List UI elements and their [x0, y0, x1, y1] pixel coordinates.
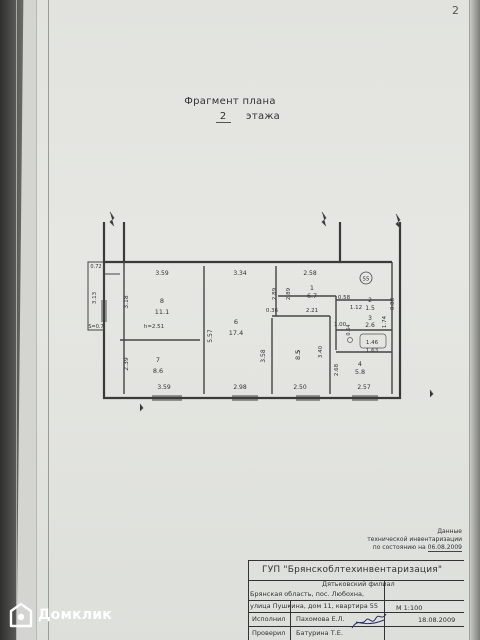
room-5-dim-top: 2.21 [306, 308, 318, 314]
room-5-id: 5 [294, 350, 302, 354]
room-7-id: 7 [156, 356, 160, 364]
room-5-dim-right: 3.40 [318, 345, 324, 358]
floor-number: 2 [215, 111, 231, 123]
room-8-id: 8 [160, 297, 164, 305]
windows [101, 300, 378, 401]
room-1-area: 6.7 [307, 292, 317, 300]
tb-line-2 [248, 580, 464, 581]
room-6-area: 17.4 [229, 329, 243, 337]
room-2-id: 2 [368, 297, 372, 304]
room-6-dim-bottom: 2.98 [233, 384, 247, 391]
inner-walls [120, 262, 393, 394]
room-1-dim-inner: 2.89 [286, 287, 292, 300]
tb-branch: Дятьковский филиал [322, 580, 395, 588]
balcony-area: S=0.7 [88, 324, 103, 330]
room-6-dim-left: 5.57 [207, 329, 214, 343]
room-1-dim-top: 2.58 [303, 270, 317, 277]
domclick-logo-icon [9, 602, 33, 628]
room-1-dim-small: 0.36 [266, 308, 279, 314]
room-6-dim-right: 3.58 [260, 349, 267, 363]
room-1-id: 1 [310, 284, 314, 292]
tb-line-3 [248, 600, 464, 601]
sheet-right-edge [470, 0, 480, 640]
room-6-id: 6 [234, 318, 238, 326]
room-7-dim-bottom: 3.59 [157, 384, 171, 391]
tb-organization: ГУП "Брянскоблтехинвентаризация" [262, 565, 443, 575]
plan-floor: 2 этажа [8, 111, 480, 123]
room-2-dim-top: 1.12 [350, 305, 362, 311]
balcony [87, 261, 120, 331]
tb-col-line-2 [290, 600, 291, 640]
room-8-height: h=2.51 [144, 324, 164, 330]
tb-address-2: улица Пушкина, дом 11, квартира 55 [250, 602, 379, 610]
domclick-watermark: Домклик [8, 600, 112, 630]
domclick-brand: Домклик [38, 607, 112, 623]
tb-executor-label: Исполнил [252, 615, 286, 623]
room-3-dim-bath: 1.46 [366, 340, 379, 346]
tb-scale: М 1:100 [396, 604, 423, 612]
room-3-area: 2.6 [365, 322, 375, 329]
inventory-note-line2: технической инвентаризации [367, 536, 462, 543]
room-4-dim-small: 0.64 [346, 324, 352, 335]
room-4-area: 5.8 [355, 368, 365, 376]
corner-marker-label: 55 [363, 277, 370, 283]
inventory-note: Данные технической инвентаризации по сос… [250, 528, 462, 552]
room-6-dim-top: 3.34 [233, 270, 247, 277]
tb-address-1: Брянская область, пос. Любохна, [250, 590, 365, 598]
room-2-dim-right: 0.88 [390, 297, 396, 310]
room-2-area: 1.5 [365, 305, 375, 312]
signature-mark [351, 613, 387, 629]
room-8-dim-top: 3.59 [155, 270, 169, 277]
wall-break-marks [109, 211, 434, 412]
room-3-dim-right: 1.74 [382, 315, 388, 328]
bath-fixture [347, 333, 387, 349]
room-3-dim-left: 1.00 [334, 322, 347, 328]
floor-word: этажа [246, 111, 281, 122]
tb-col-line [384, 580, 385, 640]
room-3-id: 3 [368, 315, 372, 322]
inventory-date: 06.08.2009 [427, 544, 462, 552]
room-7-dim-side: 2.39 [123, 357, 130, 371]
room-8-dim-side: 3.18 [123, 295, 130, 309]
tb-executor-name: Пахомова Е.Л. [296, 615, 345, 623]
tb-top-line [248, 560, 464, 561]
room-7-area: 8.6 [153, 367, 163, 375]
tb-line-4 [248, 612, 464, 613]
room-8-area: 11.1 [155, 308, 169, 316]
room-5-area: 8.5 [294, 350, 302, 360]
room-4-dim-bottom: 2.57 [357, 384, 371, 391]
tb-checker-label: Проверил [252, 629, 286, 637]
room-4-dim-left: 2.68 [334, 363, 340, 376]
page-number: 2 [452, 4, 459, 17]
room-2-dim-small: 0.58 [338, 295, 351, 301]
sheet-frame [48, 0, 470, 640]
corner-marker-circle [359, 271, 373, 285]
room-4-dim-top: 1.63 [366, 348, 379, 354]
tb-checker-name: Батурина Т.Е. [296, 629, 343, 637]
room-5-dim-bottom: 2.50 [293, 384, 307, 391]
tb-date: 18.08.2009 [418, 616, 456, 624]
balcony-dim-top: 0.72 [90, 264, 101, 270]
tb-line-5 [248, 626, 464, 627]
inventory-note-line1: Данные [437, 528, 462, 535]
inventory-note-line3: по состоянию на 06.08.2009 [372, 544, 462, 552]
balcony-dim-side: 3.13 [92, 291, 98, 304]
plan-title: Фрагмент плана [184, 96, 276, 107]
room-4-id: 4 [358, 360, 362, 368]
room-1-dim-left: 2.89 [272, 287, 278, 300]
